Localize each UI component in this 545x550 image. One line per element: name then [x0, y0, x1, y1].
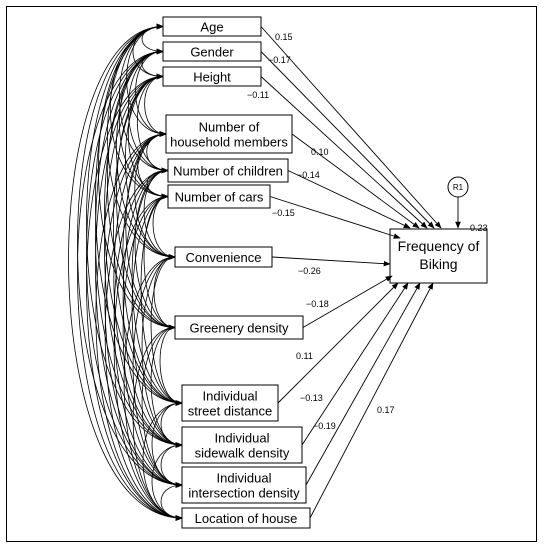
path-convenience: −0.26 [271, 256, 391, 276]
path-street: 0.11 [277, 282, 399, 404]
path-arrow [269, 196, 401, 239]
path-arrow [309, 282, 434, 519]
variable-label: Location of house [195, 511, 298, 526]
path-arrow [260, 76, 428, 229]
correlation-arc [160, 482, 183, 521]
correlation-arc [123, 254, 183, 521]
residual-r1: R1 0.23 [447, 176, 488, 233]
correlation-arc [160, 400, 183, 448]
path-arrow [277, 282, 399, 404]
path-coefficient: −0.13 [300, 393, 323, 403]
correlation-arc [140, 193, 183, 406]
variable-label: Individual [217, 471, 272, 486]
path-house: 0.17 [309, 282, 434, 519]
correlation-arcs [68, 23, 183, 521]
path-coefficient: 0.17 [377, 405, 395, 415]
outcome-label: Frequency of [398, 238, 480, 254]
correlation-arc [77, 48, 183, 521]
variable-label: Height [193, 70, 231, 85]
variable-box [181, 426, 303, 464]
variable-box [181, 384, 279, 422]
path-coefficient: 0.15 [275, 32, 293, 42]
variable-label: intersection density [188, 486, 300, 501]
variable-greenery: Greenery density [174, 315, 304, 340]
path-coefficient: −0.11 [247, 90, 269, 100]
path-height: −0.11 [247, 76, 428, 229]
variable-gender: Gender [162, 41, 262, 62]
path-arrow [291, 133, 420, 229]
path-coefficient: −0.17 [268, 55, 291, 65]
correlation-arc [104, 48, 183, 406]
outcome-box [389, 228, 488, 284]
path-arrow [271, 256, 391, 267]
path-age: 0.15 [260, 26, 442, 229]
variable-convenience: Convenience [174, 246, 273, 268]
variable-label: street distance [188, 404, 273, 419]
correlation-arc [141, 324, 183, 488]
outcome-frequency-of-biking: Frequency of Biking [389, 228, 488, 284]
variable-label: Age [200, 20, 223, 35]
path-arrow [305, 282, 421, 486]
variable-age: Age [162, 16, 262, 37]
correlation-arc [122, 193, 183, 488]
correlation-arc [134, 167, 176, 331]
correlation-arc [122, 131, 183, 406]
correlation-arc [86, 73, 183, 521]
path-greenery: −0.18 [302, 275, 393, 328]
path-coefficient: −0.18 [306, 299, 329, 309]
variable-children: Number of children [167, 158, 289, 183]
path-coefficient: 0.11 [296, 351, 313, 361]
path-children: −0.14 [287, 170, 411, 229]
variable-cars: Number of cars [167, 184, 271, 209]
variable-label: Number of [199, 120, 260, 135]
path-gender: −0.17 [260, 51, 435, 229]
variable-label: Greenery density [190, 321, 289, 336]
variable-label: Individual [215, 431, 270, 446]
variable-height: Height [162, 66, 262, 87]
path-coefficient: −0.19 [313, 421, 336, 431]
outcome-label: Biking [419, 256, 457, 272]
variable-label: Individual [203, 389, 258, 404]
correlation-arc [113, 193, 183, 521]
path-coefficient: −0.15 [272, 208, 295, 218]
variable-label: household members [170, 135, 288, 150]
correlation-arc [68, 23, 183, 521]
variable-label: Gender [190, 45, 234, 60]
path-household: 0.10 [291, 133, 420, 229]
path-cars: −0.15 [269, 196, 401, 239]
correlation-arc [113, 131, 183, 448]
variable-box [181, 466, 307, 504]
variable-label: Number of cars [175, 190, 264, 205]
variable-label: Number of children [173, 164, 283, 179]
correlation-arc [142, 400, 183, 521]
path-intersection: −0.19 [305, 282, 421, 486]
path-coefficient: −0.26 [298, 266, 321, 276]
path-coefficient: 0.10 [311, 147, 329, 157]
path-arrow [260, 26, 442, 229]
path-arrow [301, 282, 409, 446]
variable-label: sidewalk density [195, 446, 290, 461]
path-arrow [260, 51, 435, 229]
path-arrow [302, 275, 393, 328]
diagram-frame [6, 6, 537, 542]
path-coefficient: −0.14 [297, 170, 320, 180]
variable-label: Convenience [186, 250, 262, 265]
residual-label: R1 [453, 183, 464, 192]
path-arrow [287, 170, 411, 229]
residual-value: 0.23 [470, 223, 488, 233]
variable-box [165, 114, 293, 154]
path-sidewalk: −0.13 [300, 282, 409, 446]
variable-house: Location of house [181, 507, 311, 529]
